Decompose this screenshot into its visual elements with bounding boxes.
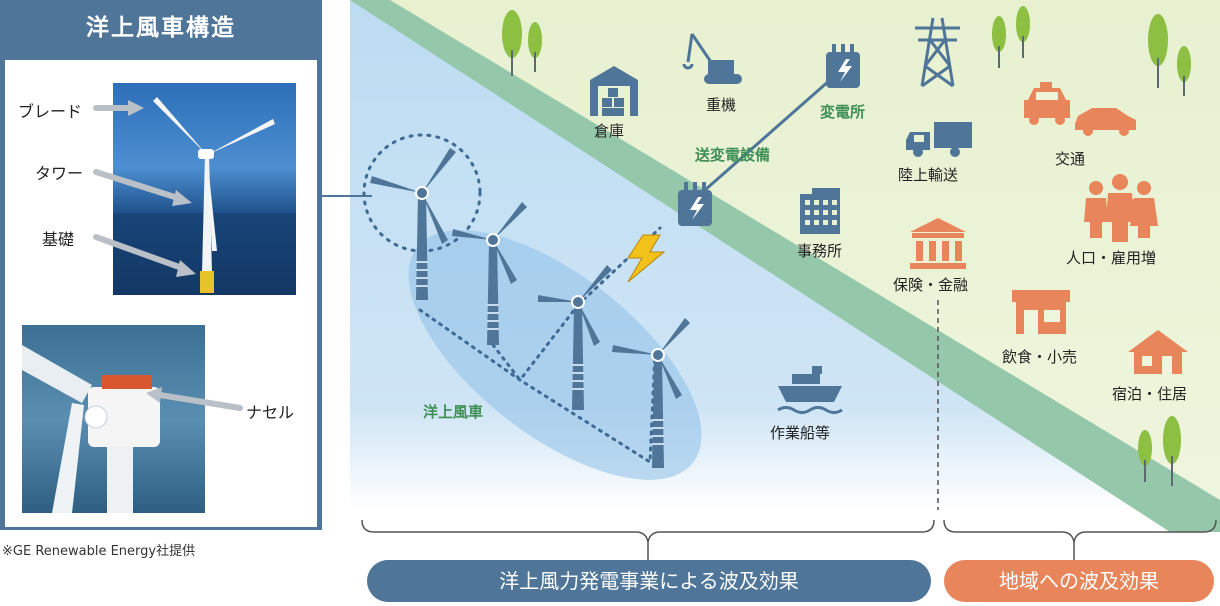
tree-icon [1138, 416, 1181, 486]
people-icon [1084, 174, 1158, 242]
nacelle-shape [88, 387, 160, 447]
blade-shape [52, 403, 84, 513]
regional-effect-pill [944, 560, 1214, 602]
label-population: 人口・雇用増 [1066, 249, 1156, 267]
turbine-icon [370, 148, 456, 300]
label-machinery: 重機 [706, 96, 736, 114]
tree-icon [1148, 14, 1191, 96]
structure-title: 洋上風車構造 [86, 15, 236, 41]
label-office: 事務所 [797, 242, 842, 260]
ship-icon [777, 366, 843, 414]
label-nacelle: ナセル [246, 403, 295, 422]
blade-shape [207, 155, 217, 251]
truck-icon [906, 122, 972, 157]
transformer-icon [678, 182, 712, 226]
blade-shape [207, 119, 275, 155]
tower-shape [107, 445, 133, 513]
label-traffic: 交通 [1055, 150, 1085, 168]
power-tower-icon [915, 17, 960, 88]
arrowhead [146, 387, 162, 403]
label-tower: タワー [35, 164, 84, 183]
label-transport: 陸上輸送 [898, 166, 958, 184]
leader-nacelle [157, 392, 243, 411]
land-area [390, 0, 1220, 500]
nacelle-photo [22, 325, 205, 513]
industry-effect-label: 洋上風力発電事業による波及効果 [499, 569, 798, 593]
turbine-icon [452, 202, 527, 345]
crane-body-icon [704, 60, 742, 84]
arrowhead [172, 190, 192, 206]
hub-shape [84, 405, 108, 429]
photo-credit: ※GE Renewable Energy社提供 [2, 544, 196, 559]
label-lodging: 宿泊・住居 [1112, 385, 1187, 403]
label-foundation: 基礎 [42, 230, 75, 249]
arrowhead [176, 260, 196, 277]
regional-effect-label: 地域への波及効果 [999, 569, 1159, 593]
office-building-icon [800, 188, 840, 234]
label-warehouse: 倉庫 [594, 122, 624, 140]
house-icon [1128, 330, 1188, 374]
industry-effect-pill [367, 560, 931, 602]
label-workboat: 作業船等 [770, 424, 830, 442]
foundation-shape [200, 271, 214, 293]
taxi-icon [1024, 82, 1070, 125]
turbine-icon [538, 265, 612, 410]
windfarm-area [408, 230, 702, 480]
turbine-icon [612, 318, 690, 468]
substation-icon [826, 44, 860, 88]
leader-tower [93, 169, 181, 201]
label-transmission: 送変電設備 [694, 146, 770, 164]
shop-icon [1012, 290, 1070, 334]
industry-brace [361, 519, 935, 543]
lightning-icon [627, 234, 666, 283]
car-icon [1075, 108, 1136, 136]
arrowhead [128, 100, 144, 116]
warehouse-icon [590, 66, 638, 116]
transmission-line [704, 78, 831, 192]
label-food-retail: 飲食・小売 [1002, 348, 1077, 366]
nacelle-top [102, 375, 152, 389]
blade-shape [22, 345, 92, 403]
label-blade: ブレード [18, 102, 83, 121]
leader-foundation [93, 234, 185, 271]
label-windfarm: 洋上風車 [423, 403, 483, 421]
blade-shape [153, 97, 207, 155]
label-finance: 保険・金融 [893, 276, 968, 294]
label-substation: 変電所 [820, 103, 865, 121]
tree-icon [992, 6, 1030, 68]
bank-icon [910, 218, 966, 269]
nacelle-shape [198, 149, 214, 159]
nacelle-photo-drawing [22, 345, 160, 513]
tree-icon [502, 10, 542, 76]
structure-leaders [93, 100, 243, 411]
